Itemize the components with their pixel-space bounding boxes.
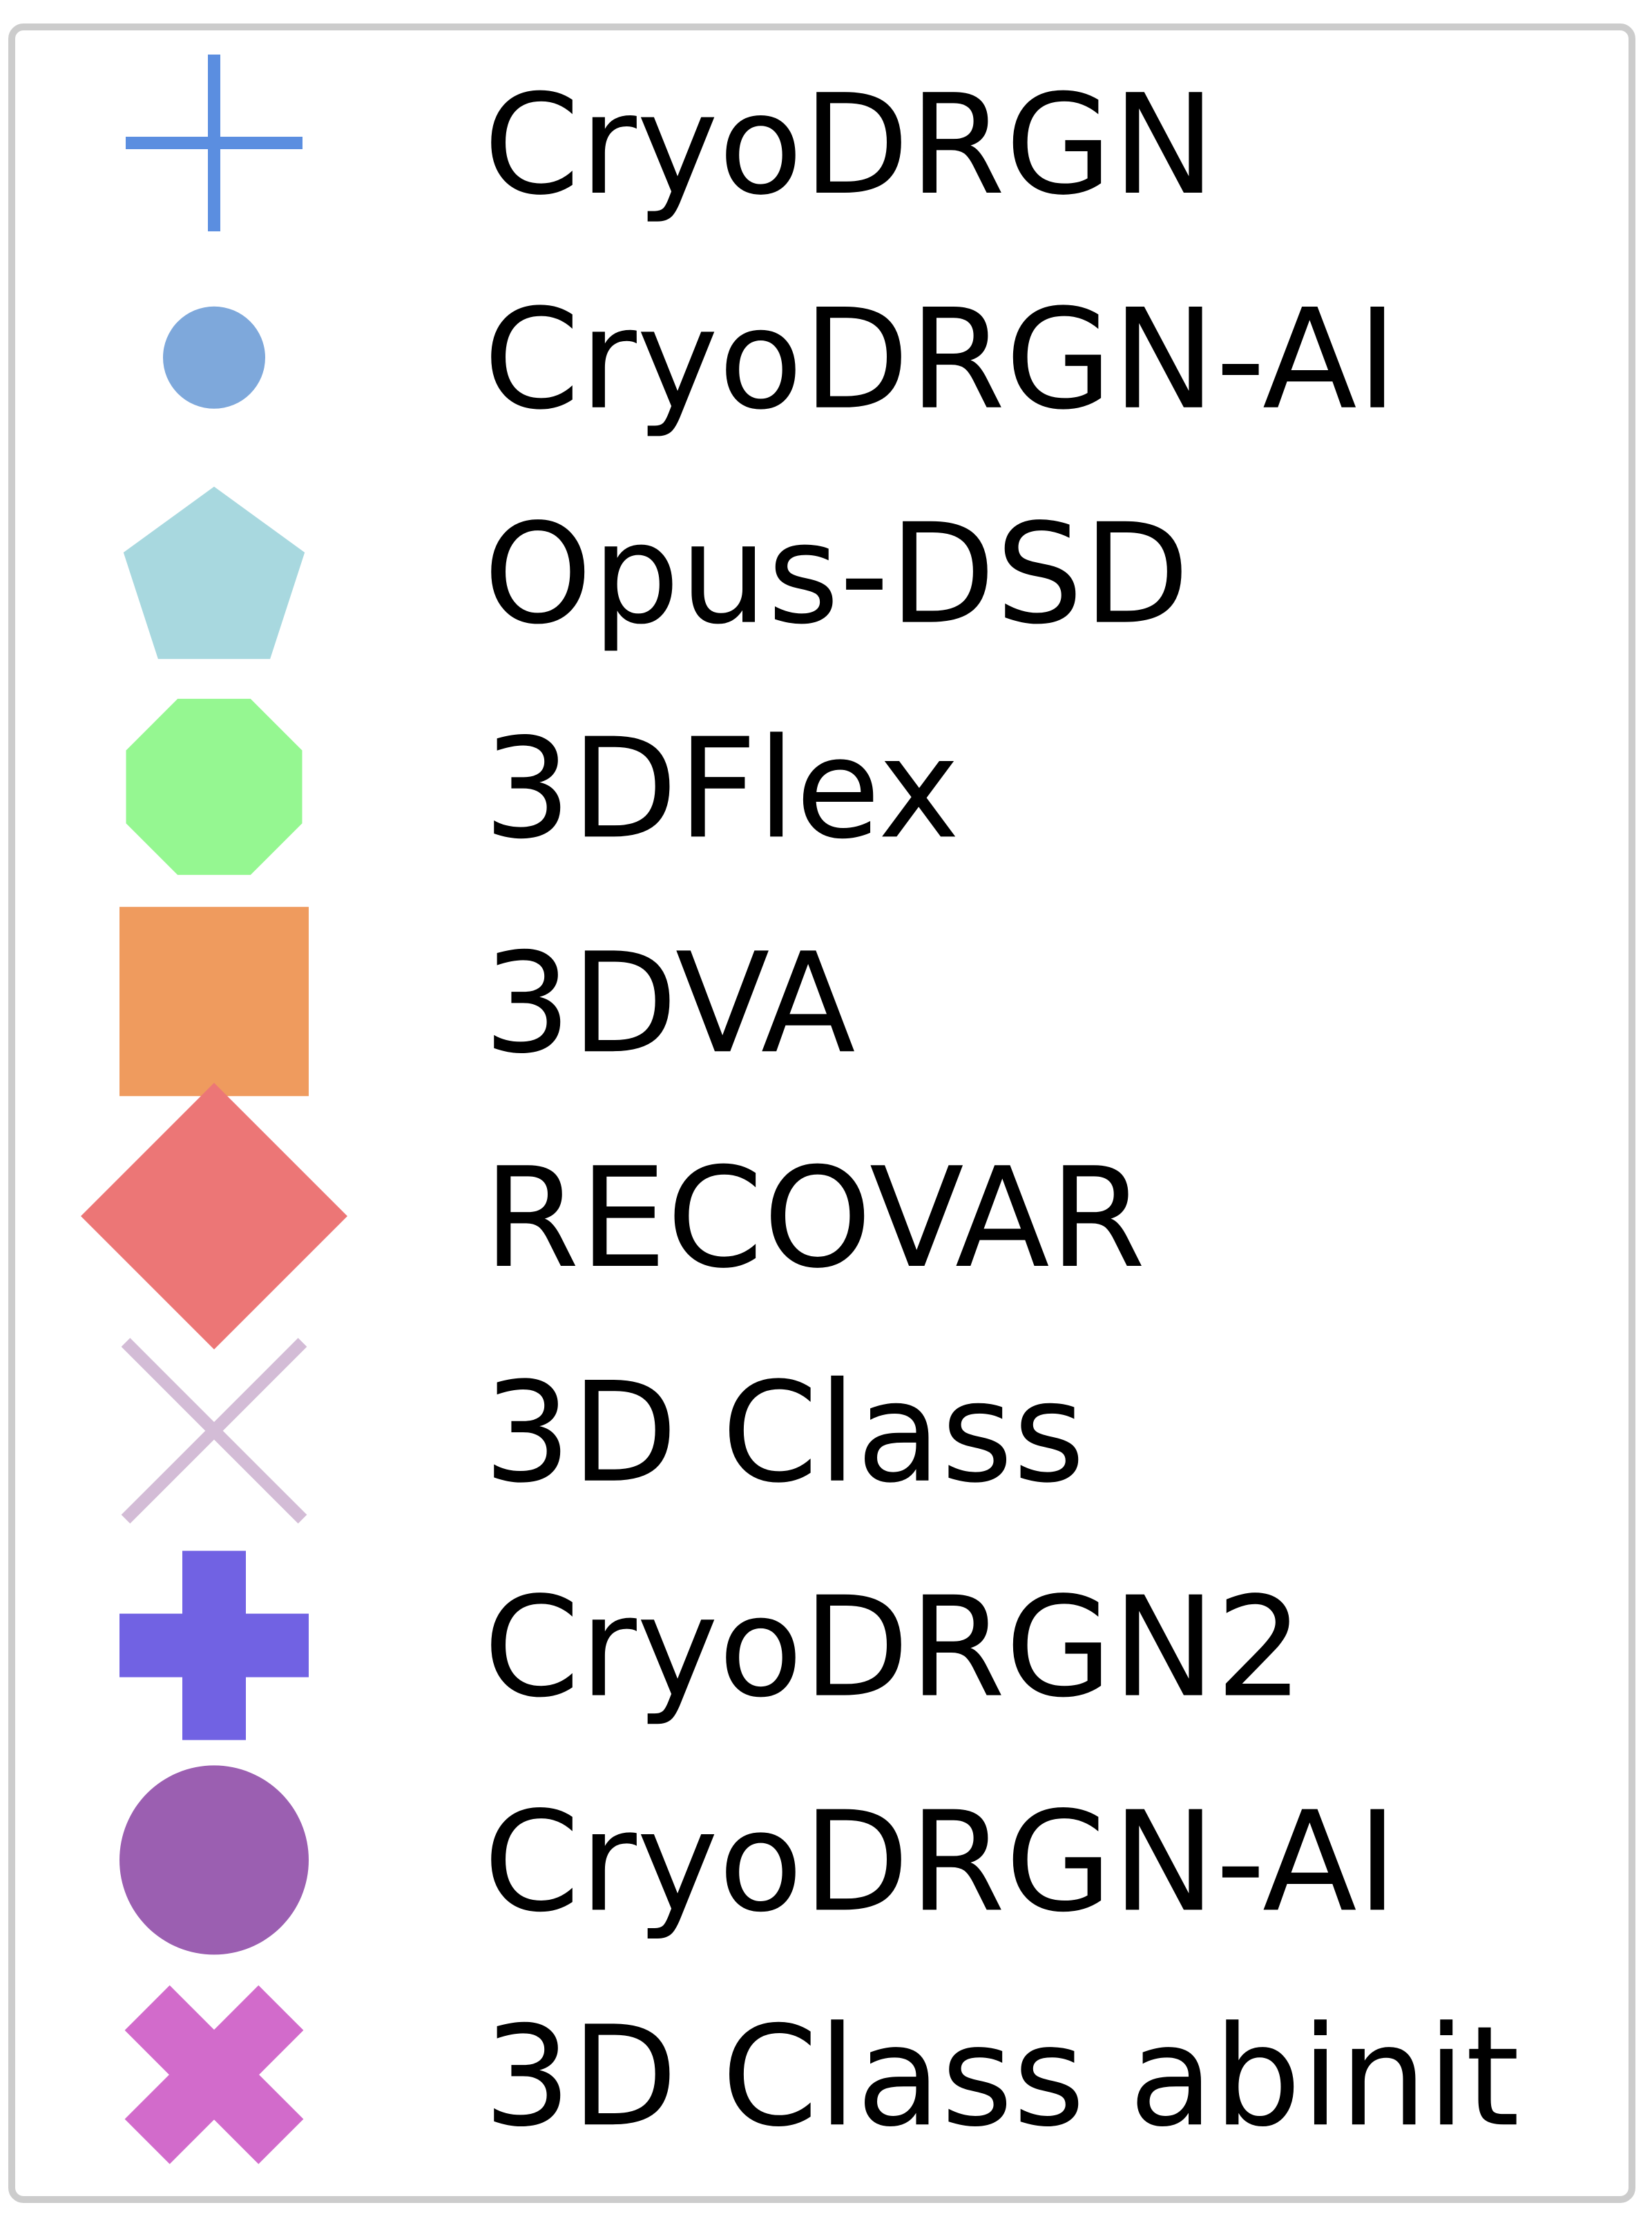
legend-marker-9 bbox=[119, 1765, 309, 1955]
legend-label-8: CryoDRGN2 bbox=[483, 1568, 1303, 1729]
legend-marker-5 bbox=[119, 907, 309, 1097]
legend-marker-8 bbox=[119, 1550, 309, 1740]
legend-label-6: RECOVAR bbox=[483, 1138, 1146, 1299]
legend-marker-6 bbox=[81, 1083, 347, 1349]
legend-marker-3 bbox=[123, 486, 305, 660]
legend-label-4: 3DFlex bbox=[483, 709, 960, 869]
legend-marker-1 bbox=[126, 55, 302, 231]
legend-label-10: 3D Class abinit bbox=[483, 1997, 1519, 2157]
legend-label-5: 3DVA bbox=[483, 923, 856, 1084]
legend-label-1: CryoDRGN bbox=[483, 65, 1216, 226]
legend-label-7: 3D Class bbox=[483, 1353, 1085, 1514]
legend-labels: CryoDRGN CryoDRGN-AI Opus-DSD 3DFlex 3DVA REC… bbox=[483, 65, 1519, 2157]
legend-label-9: CryoDRGN-AI bbox=[483, 1782, 1398, 1943]
legend-label-2: CryoDRGN-AI bbox=[483, 280, 1398, 441]
legend-marker-2 bbox=[163, 306, 265, 409]
legend-marker-10 bbox=[124, 1985, 304, 2164]
legend-markers bbox=[81, 55, 347, 2164]
legend-label-3: Opus-DSD bbox=[483, 494, 1189, 655]
legend-marker-4 bbox=[126, 698, 302, 875]
legend-marker-7 bbox=[121, 1338, 307, 1524]
